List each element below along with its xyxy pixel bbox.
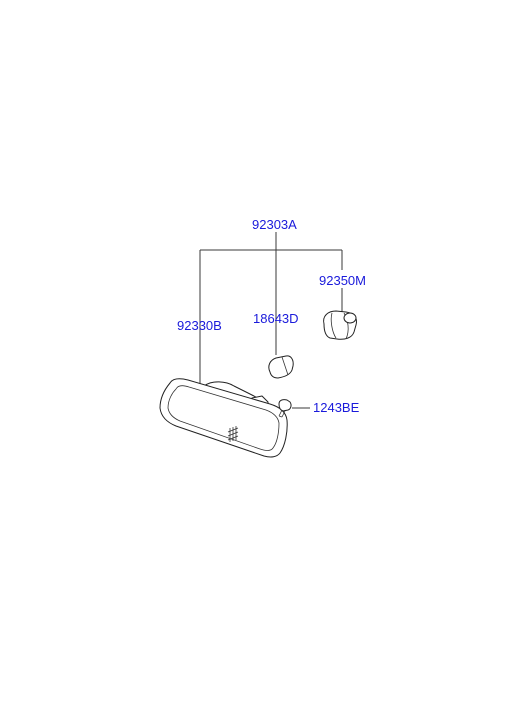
lamp-grid-mark [227, 426, 239, 442]
screw-shank [278, 409, 286, 418]
bulb-glass [268, 355, 294, 379]
screw-head [278, 399, 292, 412]
label-assembly: 92303A [252, 217, 297, 232]
screw-drawing [278, 399, 292, 418]
lamp-lens-inner [167, 385, 280, 451]
label-screw: 1243BE [313, 400, 360, 415]
bulb-socket-drawing [323, 310, 357, 340]
socket-cap [343, 312, 357, 324]
lamp-lens-outer [159, 378, 288, 458]
side-marker-lamp-drawing [159, 378, 288, 458]
leader-lines [199, 232, 343, 412]
label-bulb-socket: 92350M [319, 273, 366, 288]
label-bulb: 18643D [253, 311, 299, 326]
bulb-drawing [268, 355, 294, 379]
label-lamp: 92330B [177, 318, 222, 333]
bulb-base-line [281, 356, 289, 376]
